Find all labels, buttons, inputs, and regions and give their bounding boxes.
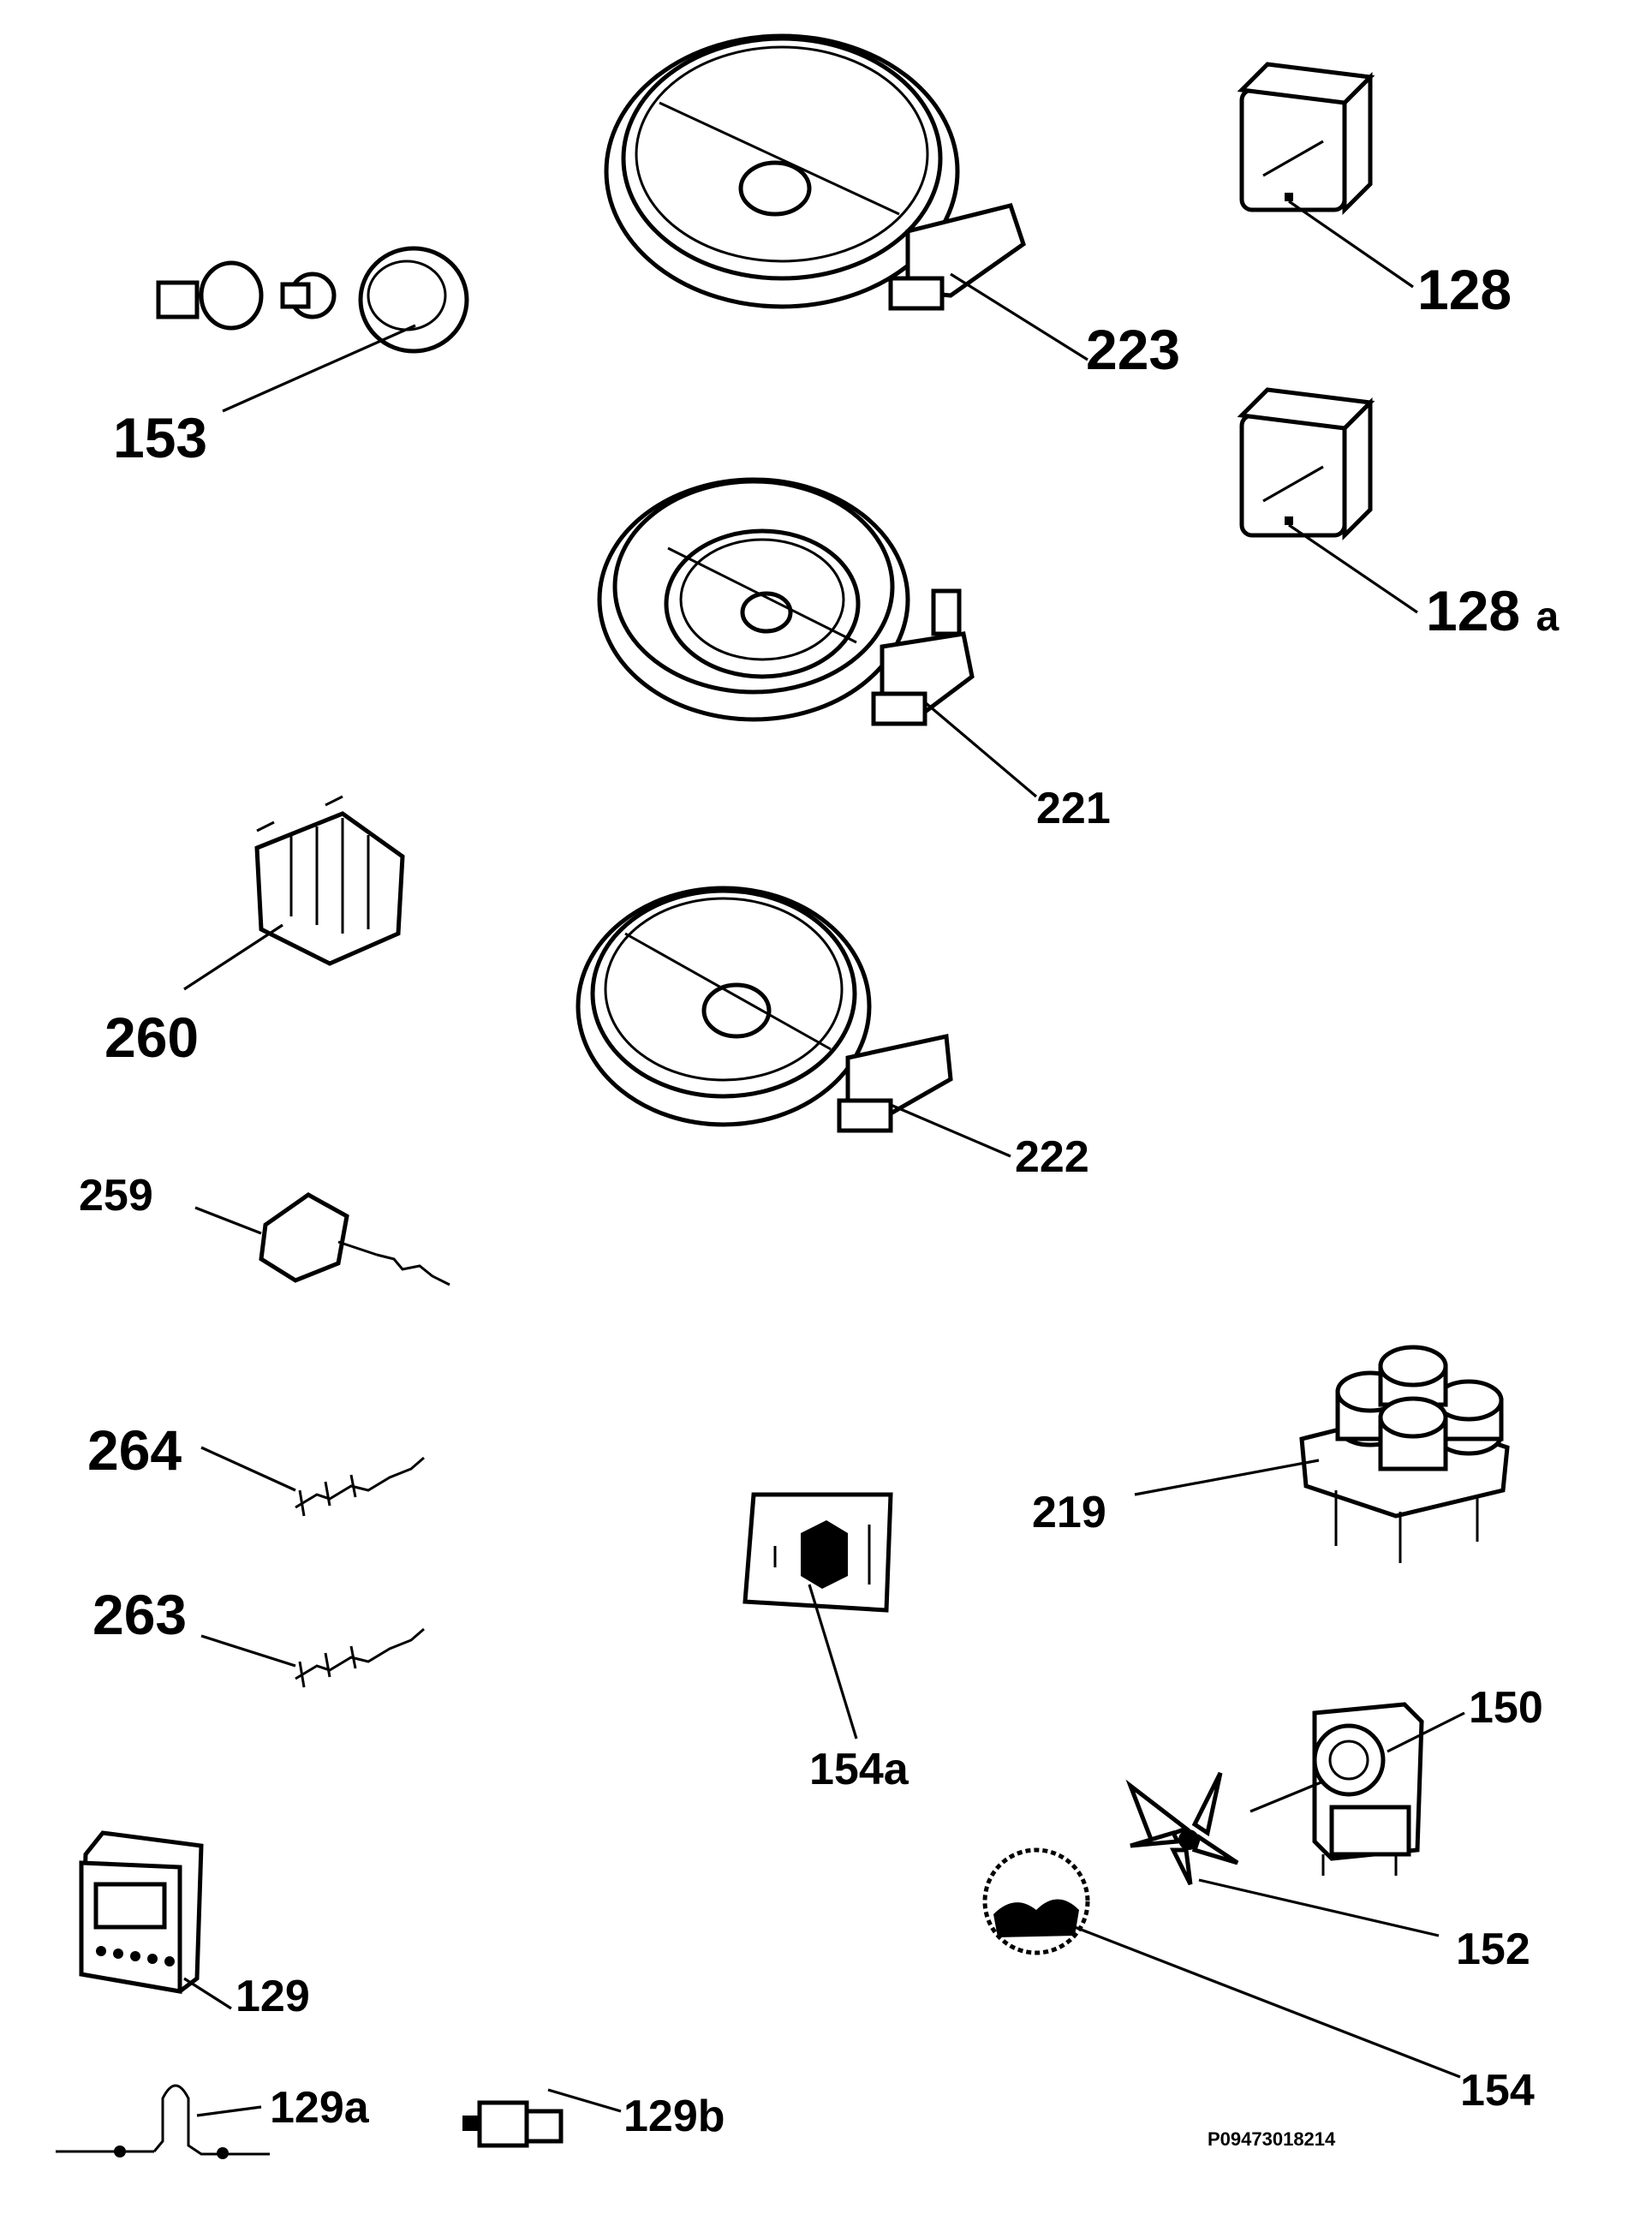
lamp-plate-154a-icon	[743, 1492, 893, 1613]
label-260: 260	[104, 1006, 200, 1069]
label-153: 153	[113, 406, 208, 469]
oven-lamp-153-icon	[156, 246, 469, 354]
heating-element-223-icon	[604, 33, 1026, 311]
label-128a-suffix: a	[1536, 594, 1560, 640]
label-259: 259	[79, 1171, 153, 1220]
fan-blade-152-icon	[1125, 1771, 1239, 1886]
label-129a: 129a	[270, 2083, 369, 2133]
label-129b: 129b	[623, 2092, 725, 2141]
label-128a: 128 a	[1426, 582, 1559, 639]
switch-264-icon	[295, 1456, 425, 1517]
drawing-code: P09473018214	[1208, 2128, 1336, 2150]
thermostat-259-icon	[259, 1192, 450, 1286]
electronic-timer-129-icon	[79, 1830, 204, 1994]
energy-regulator-128-icon	[1237, 62, 1375, 216]
fan-motor-150-icon	[1249, 1702, 1424, 1876]
function-selector-260-icon	[254, 795, 405, 966]
label-150: 150	[1469, 1683, 1543, 1733]
label-152: 152	[1456, 1925, 1530, 1974]
label-129: 129	[236, 1972, 310, 2021]
label-263: 263	[92, 1583, 188, 1646]
label-154a: 154a	[809, 1745, 909, 1794]
label-128: 128	[1417, 258, 1512, 321]
heating-element-221-icon	[597, 477, 975, 726]
label-222: 222	[1015, 1132, 1089, 1182]
leader-lines	[183, 200, 1465, 2117]
energy-regulator-128a-icon	[1237, 387, 1375, 541]
label-154: 154	[1460, 2066, 1535, 2116]
label-128a-number: 128	[1426, 579, 1521, 642]
fan-cover-154-icon	[982, 1847, 1090, 1955]
label-264: 264	[87, 1418, 182, 1482]
connector-129b-icon	[462, 2100, 564, 2148]
label-219: 219	[1032, 1488, 1106, 1537]
label-221: 221	[1036, 784, 1111, 833]
wire-bridge-129a-icon	[56, 2084, 270, 2159]
capacitor-block-219-icon	[1299, 1345, 1510, 1563]
switch-263-icon	[295, 1627, 425, 1688]
heating-element-222-icon	[576, 886, 953, 1133]
label-223: 223	[1086, 318, 1181, 381]
